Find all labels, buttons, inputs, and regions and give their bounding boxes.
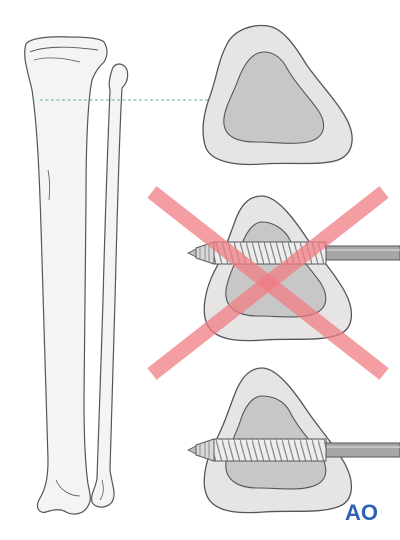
screw-shaft <box>324 245 400 261</box>
cross-section-incorrect-screw <box>147 186 400 380</box>
ao-logo: AO <box>345 500 378 525</box>
medullary-cavity <box>223 51 325 144</box>
screw-correct <box>187 438 400 462</box>
screw-shaft <box>324 442 400 458</box>
leg-bones-illustration <box>24 36 129 515</box>
fibula-bone <box>91 63 129 508</box>
cross-section-correct-screw <box>187 367 400 514</box>
cross-section-reference <box>202 24 353 166</box>
tibia-bone <box>24 36 108 515</box>
rejected-cross-mark <box>147 186 389 380</box>
screw-thread <box>213 438 327 462</box>
